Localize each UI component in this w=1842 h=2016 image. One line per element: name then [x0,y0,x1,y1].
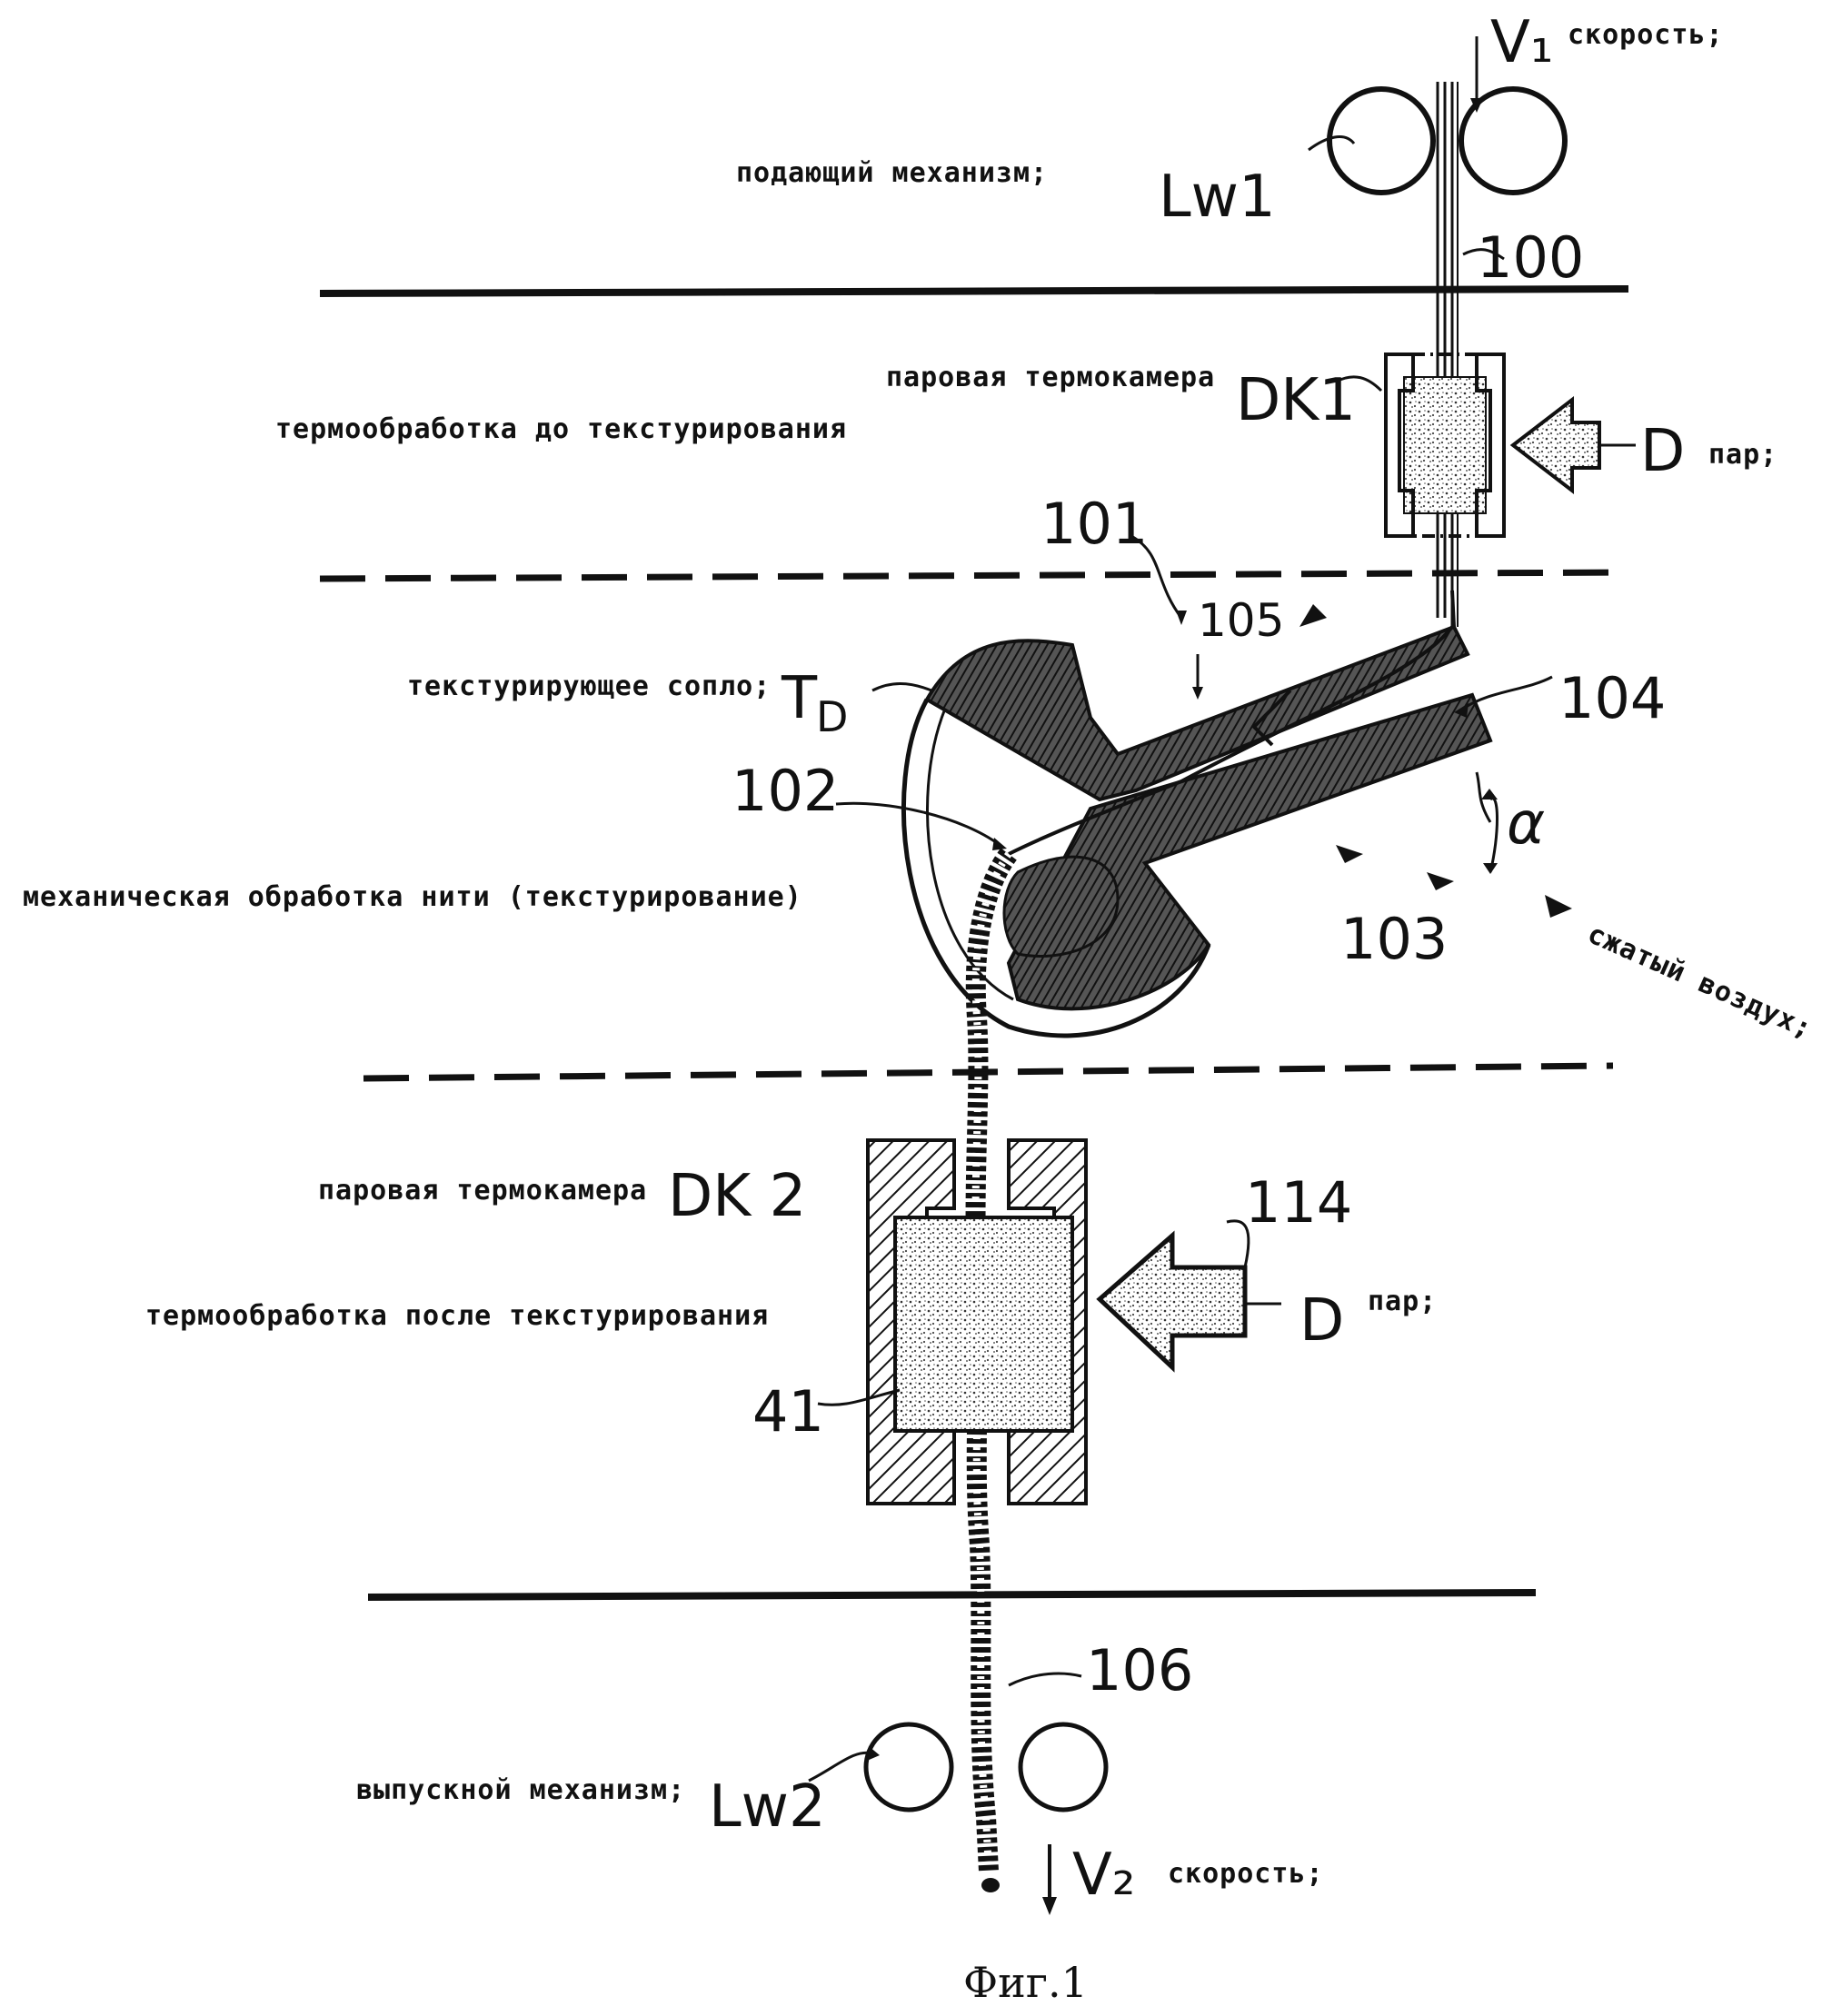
post-texturing-heat-label: термообработка после текстурирования [145,1300,769,1332]
label-105: 105 [1198,594,1284,647]
v2-speed-label: скорость; [1168,1858,1324,1890]
steam-chamber-1-label: паровая термокамера [886,362,1215,393]
label-104: 104 [1558,665,1666,731]
mechanical-texturing-label: механическая обработка нити (текстуриров… [23,881,802,913]
compressed-air-label: сжатый воздух; [1583,918,1817,1046]
dk1-label: DK1 [1236,367,1356,434]
td-subscript: D [816,692,848,741]
v2-label: V₂ [1072,1842,1135,1909]
steam-chamber-2-label: паровая термокамера [318,1175,647,1207]
nozzle-label: текстурирующее сопло; [407,670,771,702]
td-label: T [781,665,818,732]
figure-caption: Фиг.1 [963,1958,1088,2007]
d2-label: D [1299,1287,1344,1355]
label-100: 100 [1477,224,1584,291]
lw1-label: Lw1 [1159,164,1276,231]
dk2-label: DK 2 [668,1163,806,1230]
separator-line-1 [320,289,1628,293]
d1-label: D [1640,418,1685,485]
lw2-label: Lw2 [709,1773,826,1841]
output-mechanism-label: выпускной механизм; [356,1774,685,1806]
v1-label: V₁ [1490,9,1553,76]
label-102: 102 [732,758,839,824]
steam-arrow-1 [1513,400,1636,491]
alpha-label: α [1507,790,1545,858]
label-114: 114 [1245,1169,1352,1236]
label-101: 101 [1040,491,1148,557]
pre-texturing-heat-label: термообработка до текстурирования [275,413,847,445]
label-41: 41 [752,1378,824,1445]
feed-mechanism-label: подающий механизм; [736,157,1048,189]
steam-chamber-dk1 [1386,354,1504,536]
label-103: 103 [1340,906,1448,972]
separator-line-4 [368,1593,1536,1597]
d2-steam-label: пар; [1368,1286,1437,1317]
d1-steam-label: пар; [1708,439,1777,471]
separator-line-2 [320,572,1627,579]
label-106: 106 [1086,1637,1193,1703]
feed-rollers [1329,89,1565,193]
steam-arrow-2 [1100,1236,1281,1367]
separator-line-3 [363,1066,1613,1078]
v1-speed-label: скорость; [1568,19,1724,51]
